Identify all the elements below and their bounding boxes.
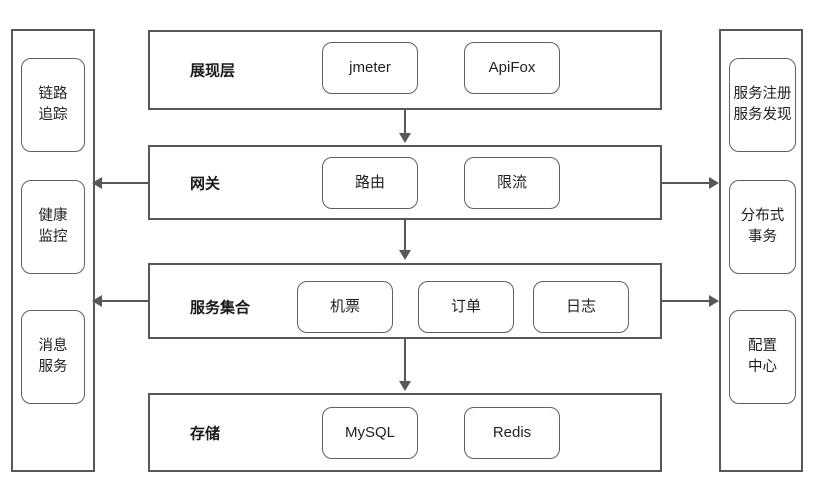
left-panel-item-message-service[interactable]: 消息 服务: [21, 310, 85, 404]
connector-services-to-left-panel-line: [100, 300, 148, 302]
connector-gateway-to-left-panel-arrow: [92, 177, 102, 189]
layer-gateway-label: 网关: [190, 175, 221, 193]
connector-services-to-right-panel-arrow: [709, 295, 719, 307]
connector-presentation-to-gateway-line: [404, 110, 406, 135]
connector-gateway-to-services-line: [404, 220, 406, 252]
connector-presentation-to-gateway-arrow: [399, 133, 411, 143]
node-order[interactable]: 订单: [418, 281, 514, 333]
left-panel-item-link-tracing[interactable]: 链路 追踪: [21, 58, 85, 152]
connector-services-to-left-panel-arrow: [92, 295, 102, 307]
layer-services-label: 服务集合: [190, 299, 251, 317]
connector-services-to-storage-line: [404, 339, 406, 383]
connector-gateway-to-left-panel-line: [100, 182, 148, 184]
node-routing[interactable]: 路由: [322, 157, 418, 209]
node-jmeter[interactable]: jmeter: [322, 42, 418, 94]
connector-gateway-to-right-panel-line: [662, 182, 710, 184]
node-log[interactable]: 日志: [533, 281, 629, 333]
right-panel-item-service-registry-discovery[interactable]: 服务注册 服务发现: [729, 58, 796, 152]
connector-services-to-storage-arrow: [399, 381, 411, 391]
node-mysql[interactable]: MySQL: [322, 407, 418, 459]
layer-presentation-label: 展现层: [190, 62, 236, 80]
connector-services-to-right-panel-line: [662, 300, 710, 302]
layer-storage-label: 存储: [190, 425, 221, 443]
connector-gateway-to-services-arrow: [399, 250, 411, 260]
left-panel-item-health-monitoring[interactable]: 健康 监控: [21, 180, 85, 274]
node-rate-limiting[interactable]: 限流: [464, 157, 560, 209]
right-panel-item-config-center[interactable]: 配置 中心: [729, 310, 796, 404]
connector-gateway-to-right-panel-arrow: [709, 177, 719, 189]
node-flight-ticket[interactable]: 机票: [297, 281, 393, 333]
node-apifox[interactable]: ApiFox: [464, 42, 560, 94]
right-panel-item-distributed-transaction[interactable]: 分布式 事务: [729, 180, 796, 274]
node-redis[interactable]: Redis: [464, 407, 560, 459]
